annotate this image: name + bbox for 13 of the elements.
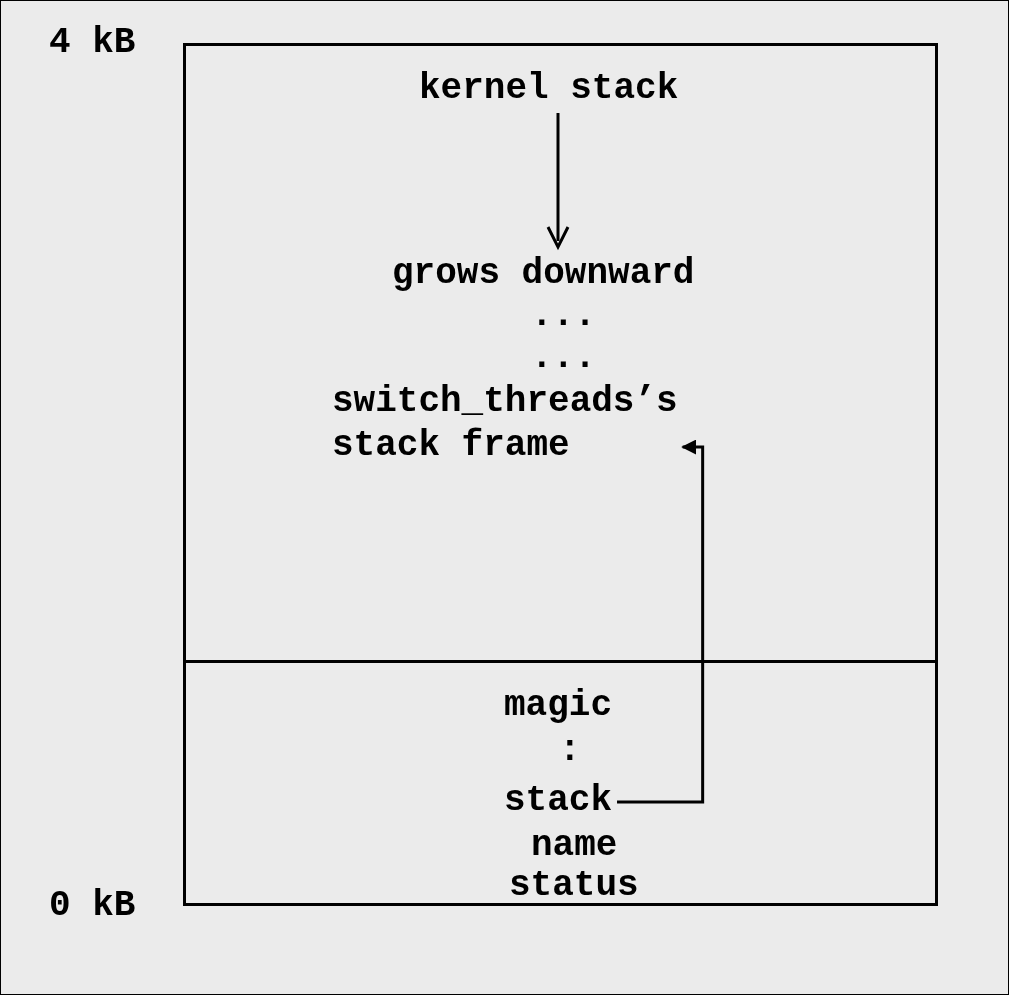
field-text: kernel stack	[419, 67, 679, 111]
size-label: 4 kB	[49, 21, 136, 65]
memory-region	[183, 663, 938, 906]
arrow	[617, 439, 705, 804]
field-text: :	[559, 729, 581, 773]
field-text: ...	[531, 336, 596, 380]
memory-region	[183, 43, 938, 663]
field-text: switch_threads’s stack frame	[332, 380, 678, 468]
field-text: grows downward	[392, 252, 695, 296]
field-text: magic	[504, 684, 613, 728]
size-label: 0 kB	[49, 884, 136, 928]
field-text: stack	[504, 779, 613, 823]
field-text: ...	[531, 294, 596, 338]
